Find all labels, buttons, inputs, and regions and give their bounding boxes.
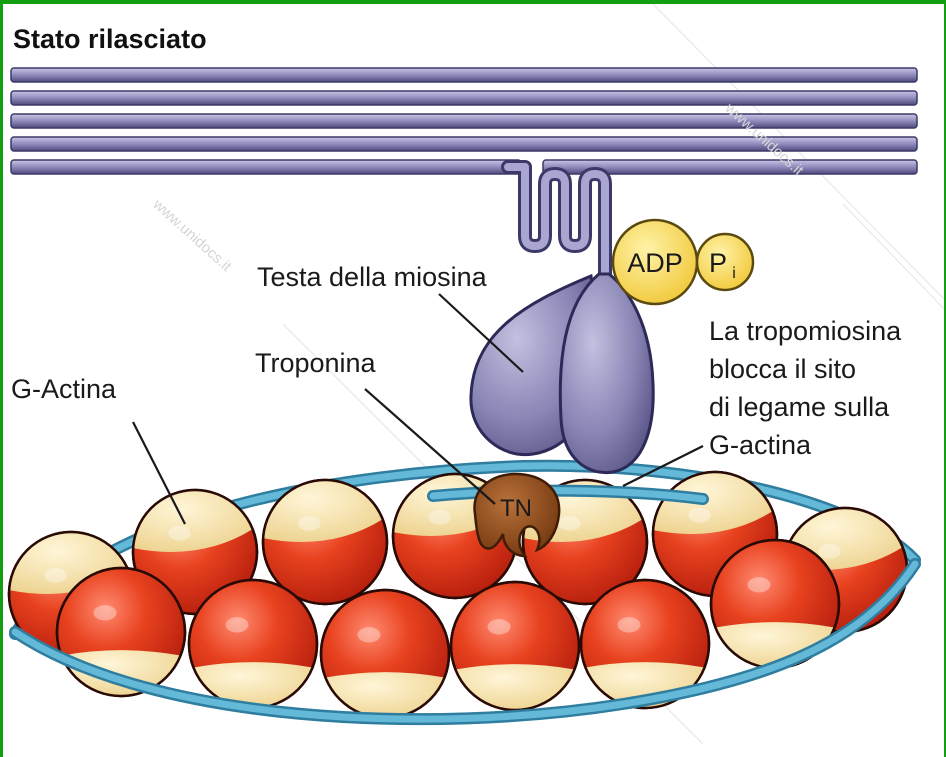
pi-subscript: i (732, 265, 736, 282)
pi-molecule: P i (697, 234, 753, 290)
label-g-actin: G-Actina (11, 372, 116, 406)
label-tropomyosin-line2: blocca il sito (709, 352, 856, 386)
label-tropomyosin-line4: G-actina (709, 428, 811, 462)
label-myosin-head: Testa della miosina (257, 260, 487, 294)
label-troponin: Troponina (255, 346, 376, 380)
troponin-tn: TN (475, 474, 560, 556)
label-tropomyosin-line3: di legame sulla (709, 390, 889, 424)
adp-molecule: ADP (613, 220, 697, 304)
pi-label: P (709, 248, 727, 278)
g-actin-bead (189, 580, 317, 708)
adp-label: ADP (627, 248, 683, 278)
g-actin-bead (451, 582, 579, 710)
tn-label: TN (500, 495, 532, 522)
label-tropomyosin-line1: La tropomiosina (709, 314, 901, 348)
myosin-head (471, 274, 653, 473)
g-actin-bead (321, 590, 449, 718)
